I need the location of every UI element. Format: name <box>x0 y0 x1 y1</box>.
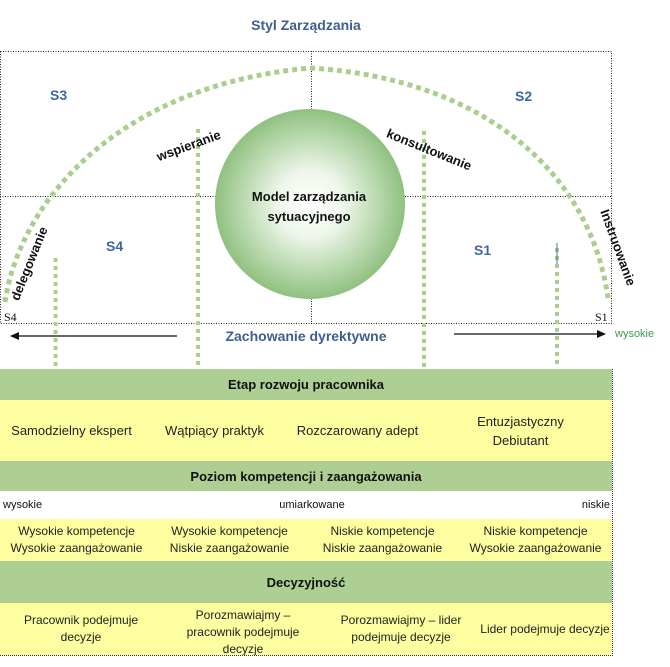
level-high: wysokie <box>3 499 43 511</box>
model-title-line2: sytuacyjnego <box>267 209 351 224</box>
corner-label-s1: S1 <box>595 310 608 324</box>
stage-cell: Wątpiący praktyk <box>165 423 264 438</box>
competence-line: Niskie kompetencje <box>330 524 435 538</box>
engagement-line: Wysokie zaangażowanie <box>469 541 602 555</box>
quadrant-label-s3: S3 <box>50 87 68 103</box>
decision-row: Pracownik podejmuje decyzje Porozmawiajm… <box>0 603 612 655</box>
decision-cell: Porozmawiajmy – pracownik podejmuje decy… <box>186 607 300 656</box>
diagram-title: Styl Zarządzania <box>251 17 361 33</box>
stages-row: Samodzielny ekspert Wątpiący praktyk Roz… <box>0 400 612 461</box>
quadrant-label-s4: S4 <box>106 238 124 254</box>
level-moderate: umiarkowane <box>279 499 345 511</box>
decision-cell: Porozmawiajmy – lider podejmuje decyzje <box>340 613 462 644</box>
model-title-line1: Model zarządzania <box>251 189 367 204</box>
stage-header: Etap rozwoju pracownika <box>0 369 612 400</box>
decision-header: Decyzyjność <box>0 561 612 603</box>
stage-cell: Rozczarowany adept <box>296 423 419 438</box>
competence-header: Poziom kompetencji i zaangażowania <box>0 461 612 491</box>
levels-row: wysokie umiarkowane niskie <box>0 491 612 519</box>
diagram-graphics <box>0 51 612 368</box>
leadership-curve <box>2 65 611 303</box>
axis-arrow-right-head <box>597 330 606 338</box>
competence-line: Niskie kompetencje <box>483 524 588 538</box>
level-low: niskie <box>581 499 610 511</box>
competence-line: Wysokie kompetencje <box>18 524 135 538</box>
stage-cell: Samodzielny ekspert <box>11 423 132 438</box>
quadrant-label-s2: S2 <box>515 88 533 104</box>
model-sphere <box>215 109 405 299</box>
axis-high-label: wysokie <box>615 328 655 340</box>
stage-cell: Entuzjastyczny Debiutant <box>477 413 564 448</box>
axis-label: Zachowanie dyrektywne <box>225 328 387 344</box>
model-title: Model zarządzania sytuacyjnego <box>214 187 404 227</box>
axis-arrow-left-head <box>10 332 19 340</box>
engagement-line: Wysokie zaangażowanie <box>10 541 143 555</box>
situational-leadership-diagram: Styl Zarządzania S3 S2 S4 S1 Model zarzą… <box>0 17 655 368</box>
decision-cell: Lider podejmuje decyzje <box>480 621 610 636</box>
quadrant-label-s1: S1 <box>474 242 492 258</box>
engagement-line: Niskie zaangażowanie <box>322 541 443 555</box>
quadrant-frame <box>0 51 612 324</box>
development-table: Etap rozwoju pracownika Samodzielny eksp… <box>0 369 613 656</box>
corner-label-s4: S4 <box>4 310 17 324</box>
decision-cell: Pracownik podejmuje decyzje <box>23 613 139 644</box>
engagement-line: Niskie zaangażowanie <box>169 541 290 555</box>
competence-line: Wysokie kompetencje <box>171 524 288 538</box>
